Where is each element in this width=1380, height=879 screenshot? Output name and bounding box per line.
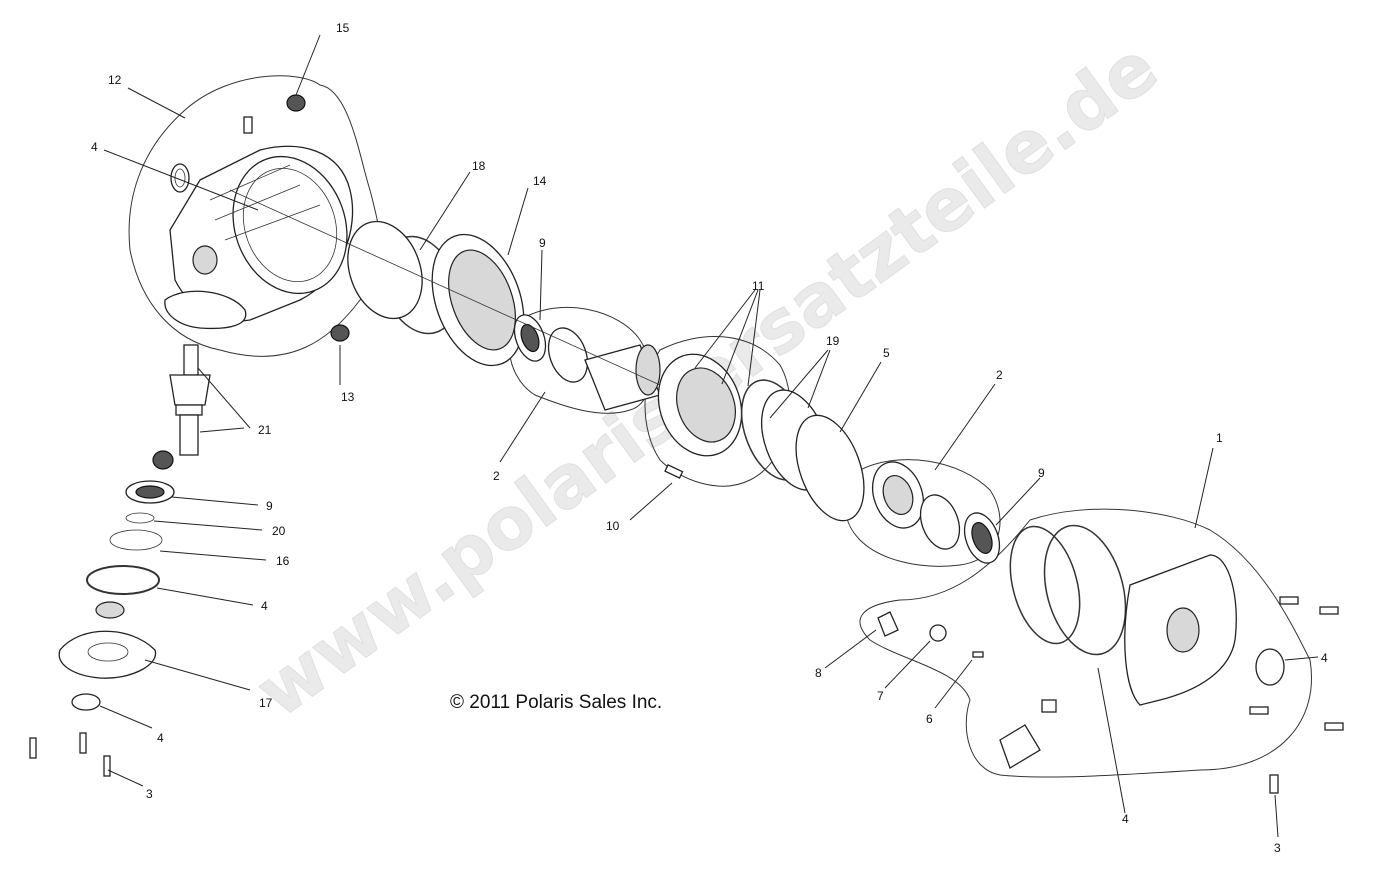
sleeve-part [347, 220, 423, 320]
callout-5: 5 [883, 346, 890, 360]
callout-2-left: 2 [493, 469, 500, 483]
callout-16: 16 [276, 554, 290, 568]
callout-3-left: 3 [146, 787, 153, 801]
plate-5 [795, 414, 865, 522]
bolts-3-right [1249, 596, 1344, 794]
assembly-axis-line [229, 189, 661, 386]
plug-7 [929, 624, 947, 642]
bearing-9-right [963, 512, 1001, 564]
plug-13 [330, 324, 350, 342]
callout-18: 18 [472, 159, 486, 173]
cover-17 [58, 630, 157, 679]
callout-15: 15 [336, 21, 350, 35]
race-2-left [547, 327, 589, 383]
oring-4-lower [86, 565, 160, 595]
callout-20: 20 [272, 524, 286, 538]
right-cover-1 [1009, 524, 1237, 706]
clutch-pack-11 [657, 353, 743, 457]
callout-4-oring: 4 [261, 599, 268, 613]
callout-12: 12 [108, 73, 122, 87]
right-cover-group-outline [859, 508, 1312, 778]
bracket-8 [877, 611, 899, 637]
seal-4-top [170, 163, 190, 193]
copyright-notice: © 2011 Polaris Sales Inc. [450, 692, 662, 713]
bearing-9-lower [125, 480, 175, 504]
callout-14: 14 [533, 174, 547, 188]
callout-13: 13 [341, 390, 355, 404]
callout-9-right: 9 [1038, 466, 1045, 480]
bolt-part [243, 116, 253, 134]
callout-11: 11 [752, 279, 765, 293]
callout-4-seal: 4 [157, 731, 164, 745]
callout-4-gasket: 4 [1122, 812, 1129, 826]
main-housing-12 [164, 145, 354, 330]
callout-9-lower: 9 [266, 499, 273, 513]
callout-10: 10 [606, 519, 620, 533]
bearing-group-outline-a [508, 306, 652, 414]
race-2-right [871, 461, 961, 550]
ring-16 [109, 529, 163, 551]
bolts-3-left [29, 732, 111, 777]
callout-4-housing: 4 [91, 140, 98, 154]
callout-17: 17 [259, 696, 273, 710]
callout-3-right: 3 [1274, 841, 1281, 855]
seal-4-bottom [71, 693, 101, 711]
callout-9-center: 9 [539, 236, 546, 250]
callout-4-right: 4 [1321, 651, 1328, 665]
roller-hub [584, 344, 661, 411]
gear-14 [431, 233, 525, 367]
leader-lines [99, 34, 1319, 838]
callout-1: 1 [1216, 431, 1223, 445]
pinion-shaft-21 [152, 344, 211, 470]
callout-8: 8 [815, 666, 822, 680]
bearing-group-outline-b [844, 459, 1001, 567]
spacer-part [95, 601, 125, 619]
pin-10 [664, 464, 684, 479]
snap-ring-20 [125, 512, 155, 524]
callout-2-right: 2 [996, 368, 1003, 382]
seal-4-right [1255, 648, 1285, 686]
clutch-group-outline [644, 336, 791, 487]
sensor-parts [999, 699, 1057, 769]
screw-6 [972, 651, 984, 658]
bearing-9-center [513, 314, 547, 362]
plug-15 [286, 94, 306, 112]
left-housing-group-outline [128, 75, 381, 357]
callout-19: 19 [826, 334, 840, 348]
callout-7: 7 [877, 689, 884, 703]
callout-21: 21 [258, 423, 272, 437]
callout-6: 6 [926, 712, 933, 726]
